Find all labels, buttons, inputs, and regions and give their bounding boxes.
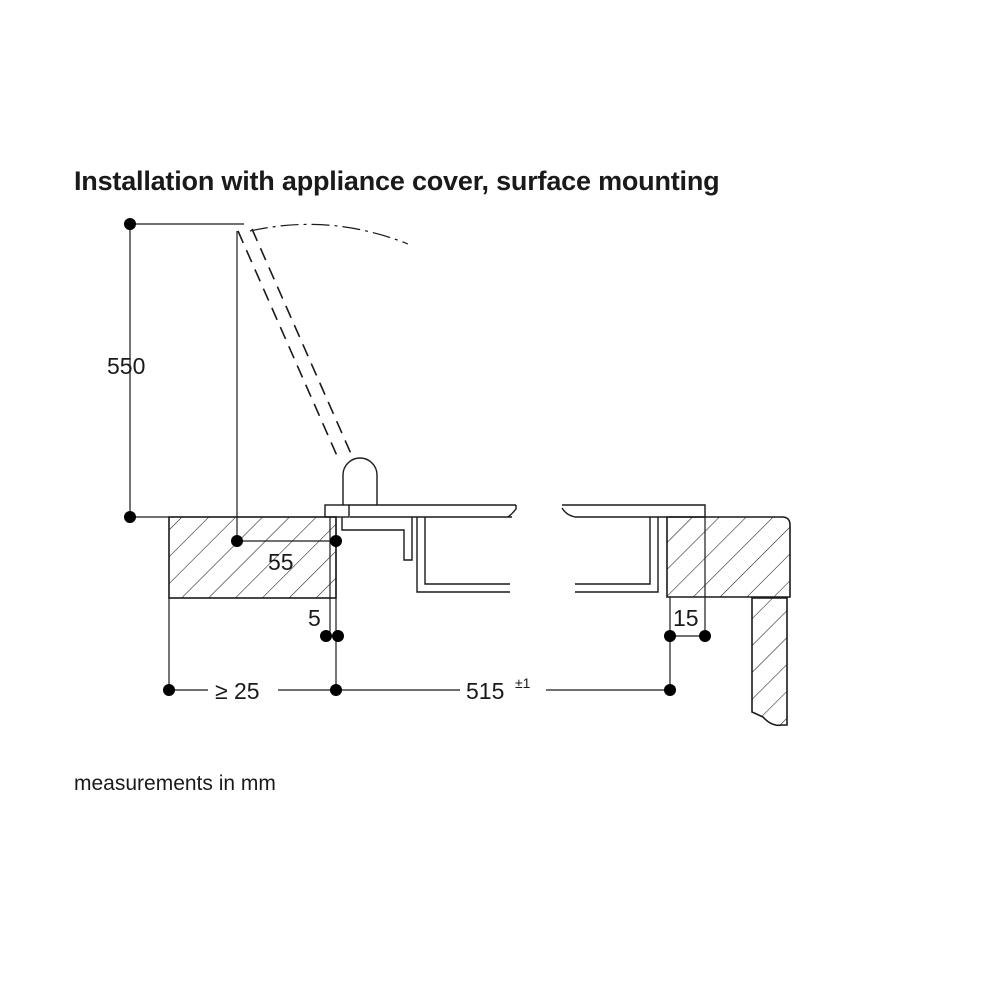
dim-label-515: 515	[466, 678, 504, 704]
cabinet-side-panel	[751, 597, 788, 727]
units-note: measurements in mm	[74, 772, 276, 795]
cover-swing-arc	[249, 223, 409, 245]
dimension-dots	[124, 218, 711, 696]
dimension-lines	[129, 223, 706, 691]
diagram-title: Installation with appliance cover, surfa…	[74, 166, 720, 196]
dim-label-5: 5	[308, 605, 321, 631]
dim-label-55: 55	[268, 549, 294, 575]
dim-label-min-25: ≥ 25	[215, 678, 260, 704]
right-worktop	[666, 516, 791, 598]
appliance-body	[324, 504, 706, 593]
dim-label-tolerance: ±1	[515, 675, 531, 691]
cover-open-position	[237, 228, 353, 459]
hinge-knuckle	[342, 457, 378, 505]
left-worktop	[168, 516, 337, 599]
dim-label-550: 550	[107, 353, 145, 379]
dim-label-15: 15	[673, 605, 699, 631]
